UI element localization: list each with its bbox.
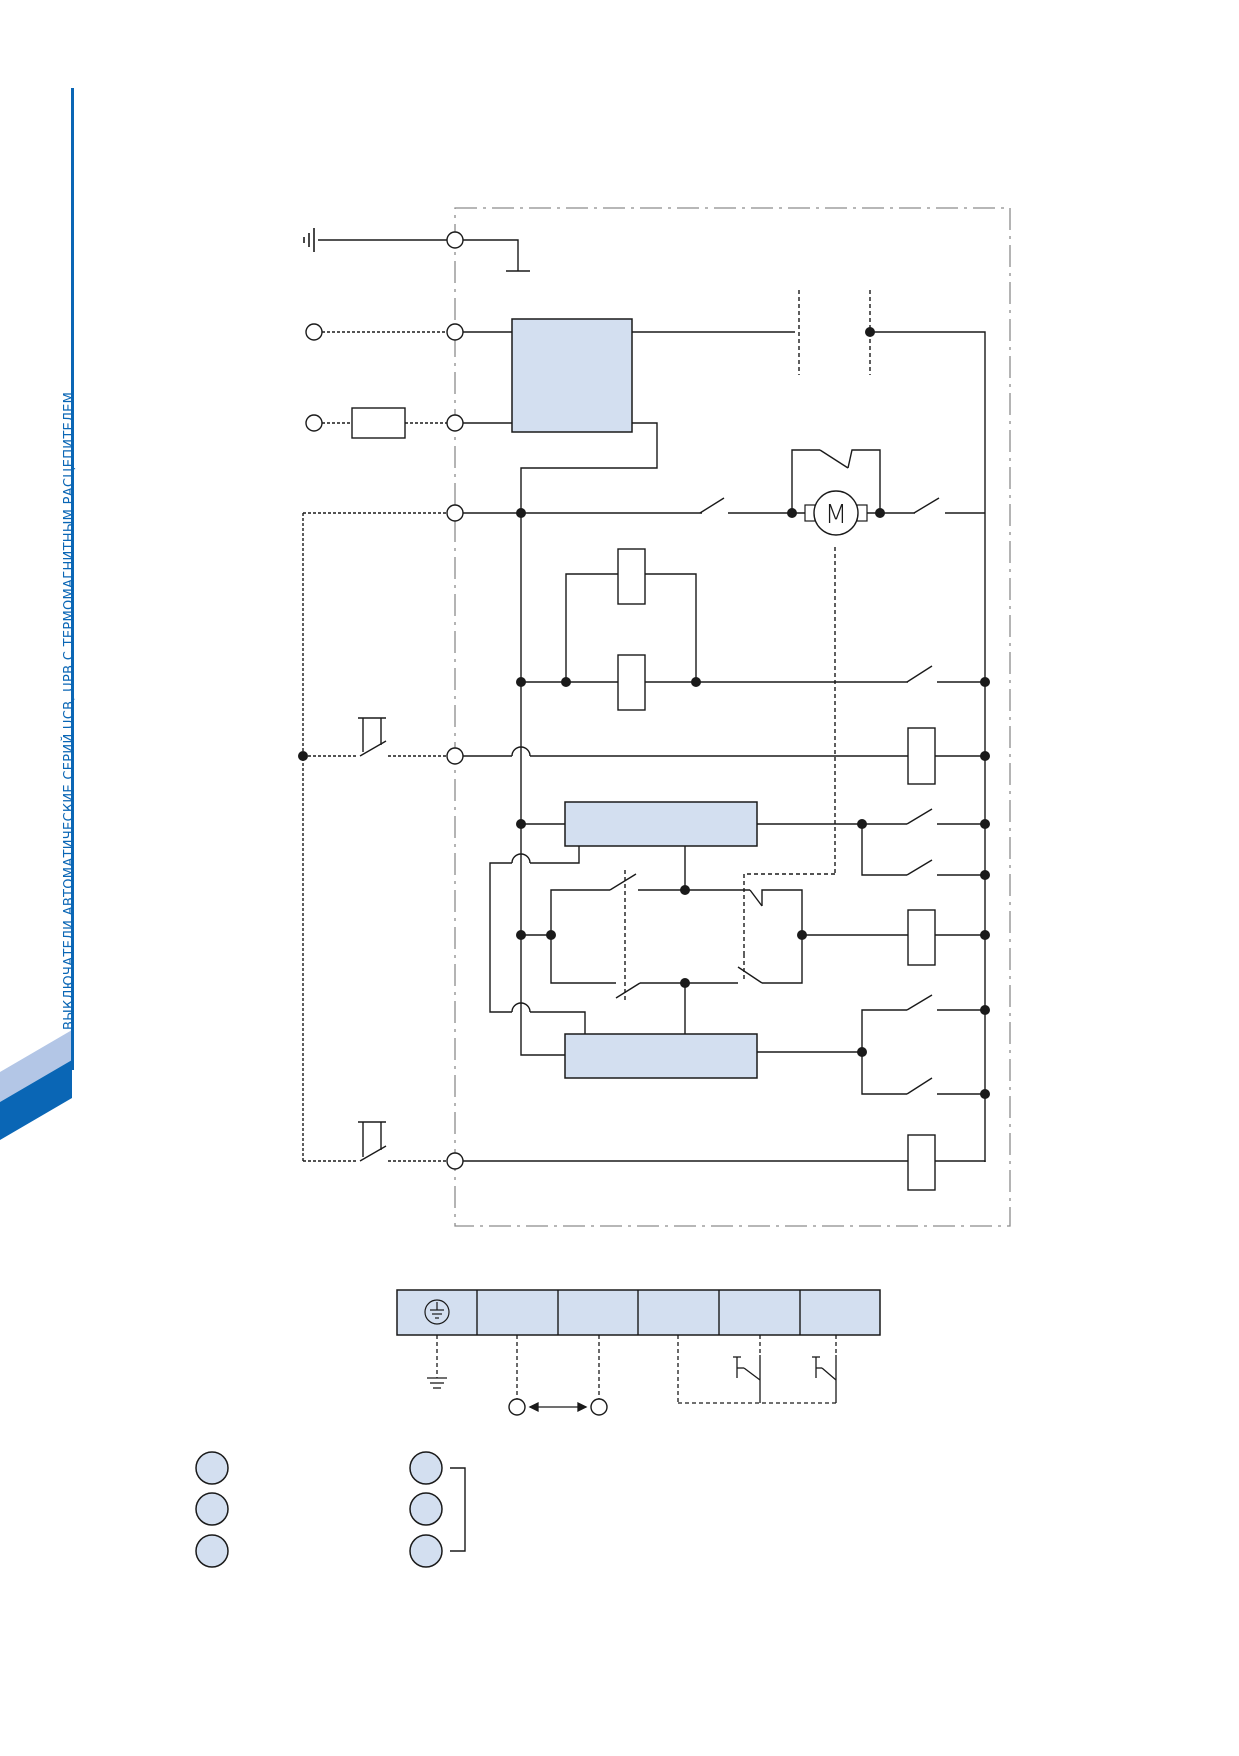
motor-icon: M	[792, 490, 880, 536]
fuse	[351, 407, 406, 439]
terminal	[446, 1152, 464, 1170]
strip-terminal-left	[508, 1398, 526, 1416]
push-button-icon	[358, 1121, 386, 1157]
components	[351, 407, 936, 1191]
relay-coil-3	[907, 1134, 936, 1191]
relay-coil-2	[907, 909, 936, 966]
terminal	[446, 414, 464, 432]
terminal	[446, 323, 464, 341]
legend-circle	[409, 1451, 443, 1485]
terminal	[305, 323, 323, 341]
earth-icon	[424, 1299, 450, 1325]
lower-interlock-box	[564, 1033, 758, 1079]
coil-lower	[617, 654, 646, 711]
legend-circle	[195, 1534, 229, 1568]
relay-coil-1	[907, 727, 936, 785]
coil-upper	[617, 548, 646, 605]
enclosure-frame	[454, 207, 1011, 1227]
terminals	[305, 231, 464, 1170]
motor-label: M	[825, 500, 847, 530]
terminal	[446, 747, 464, 765]
junctions	[298, 327, 990, 1099]
legend-circle	[195, 1492, 229, 1526]
legend-circle	[409, 1534, 443, 1568]
strip-wiring	[427, 1335, 837, 1413]
legend-circle	[409, 1492, 443, 1526]
push-button-icon	[358, 717, 386, 752]
wiring	[302, 239, 986, 1162]
strip-terminal-right	[590, 1398, 608, 1416]
decor-stripe-light	[0, 1030, 72, 1102]
side-decoration	[0, 88, 74, 1140]
side-title: ВЫКЛЮЧАТЕЛИ АВТОМАТИЧЕСКИЕ СЕРИЙ UCB, UP…	[62, 391, 77, 1030]
legend-circle	[195, 1451, 229, 1485]
terminal	[446, 504, 464, 522]
decor-stripe-dark	[0, 1060, 72, 1140]
legend	[195, 1451, 443, 1568]
terminal	[305, 414, 323, 432]
terminal	[446, 231, 464, 249]
side-rule	[71, 88, 74, 1070]
protective-earth-icon	[303, 228, 315, 252]
legend-bracket	[450, 1467, 466, 1552]
control-unit-box	[511, 318, 633, 433]
terminal-strip	[396, 1289, 881, 1336]
upper-interlock-box	[564, 801, 758, 847]
